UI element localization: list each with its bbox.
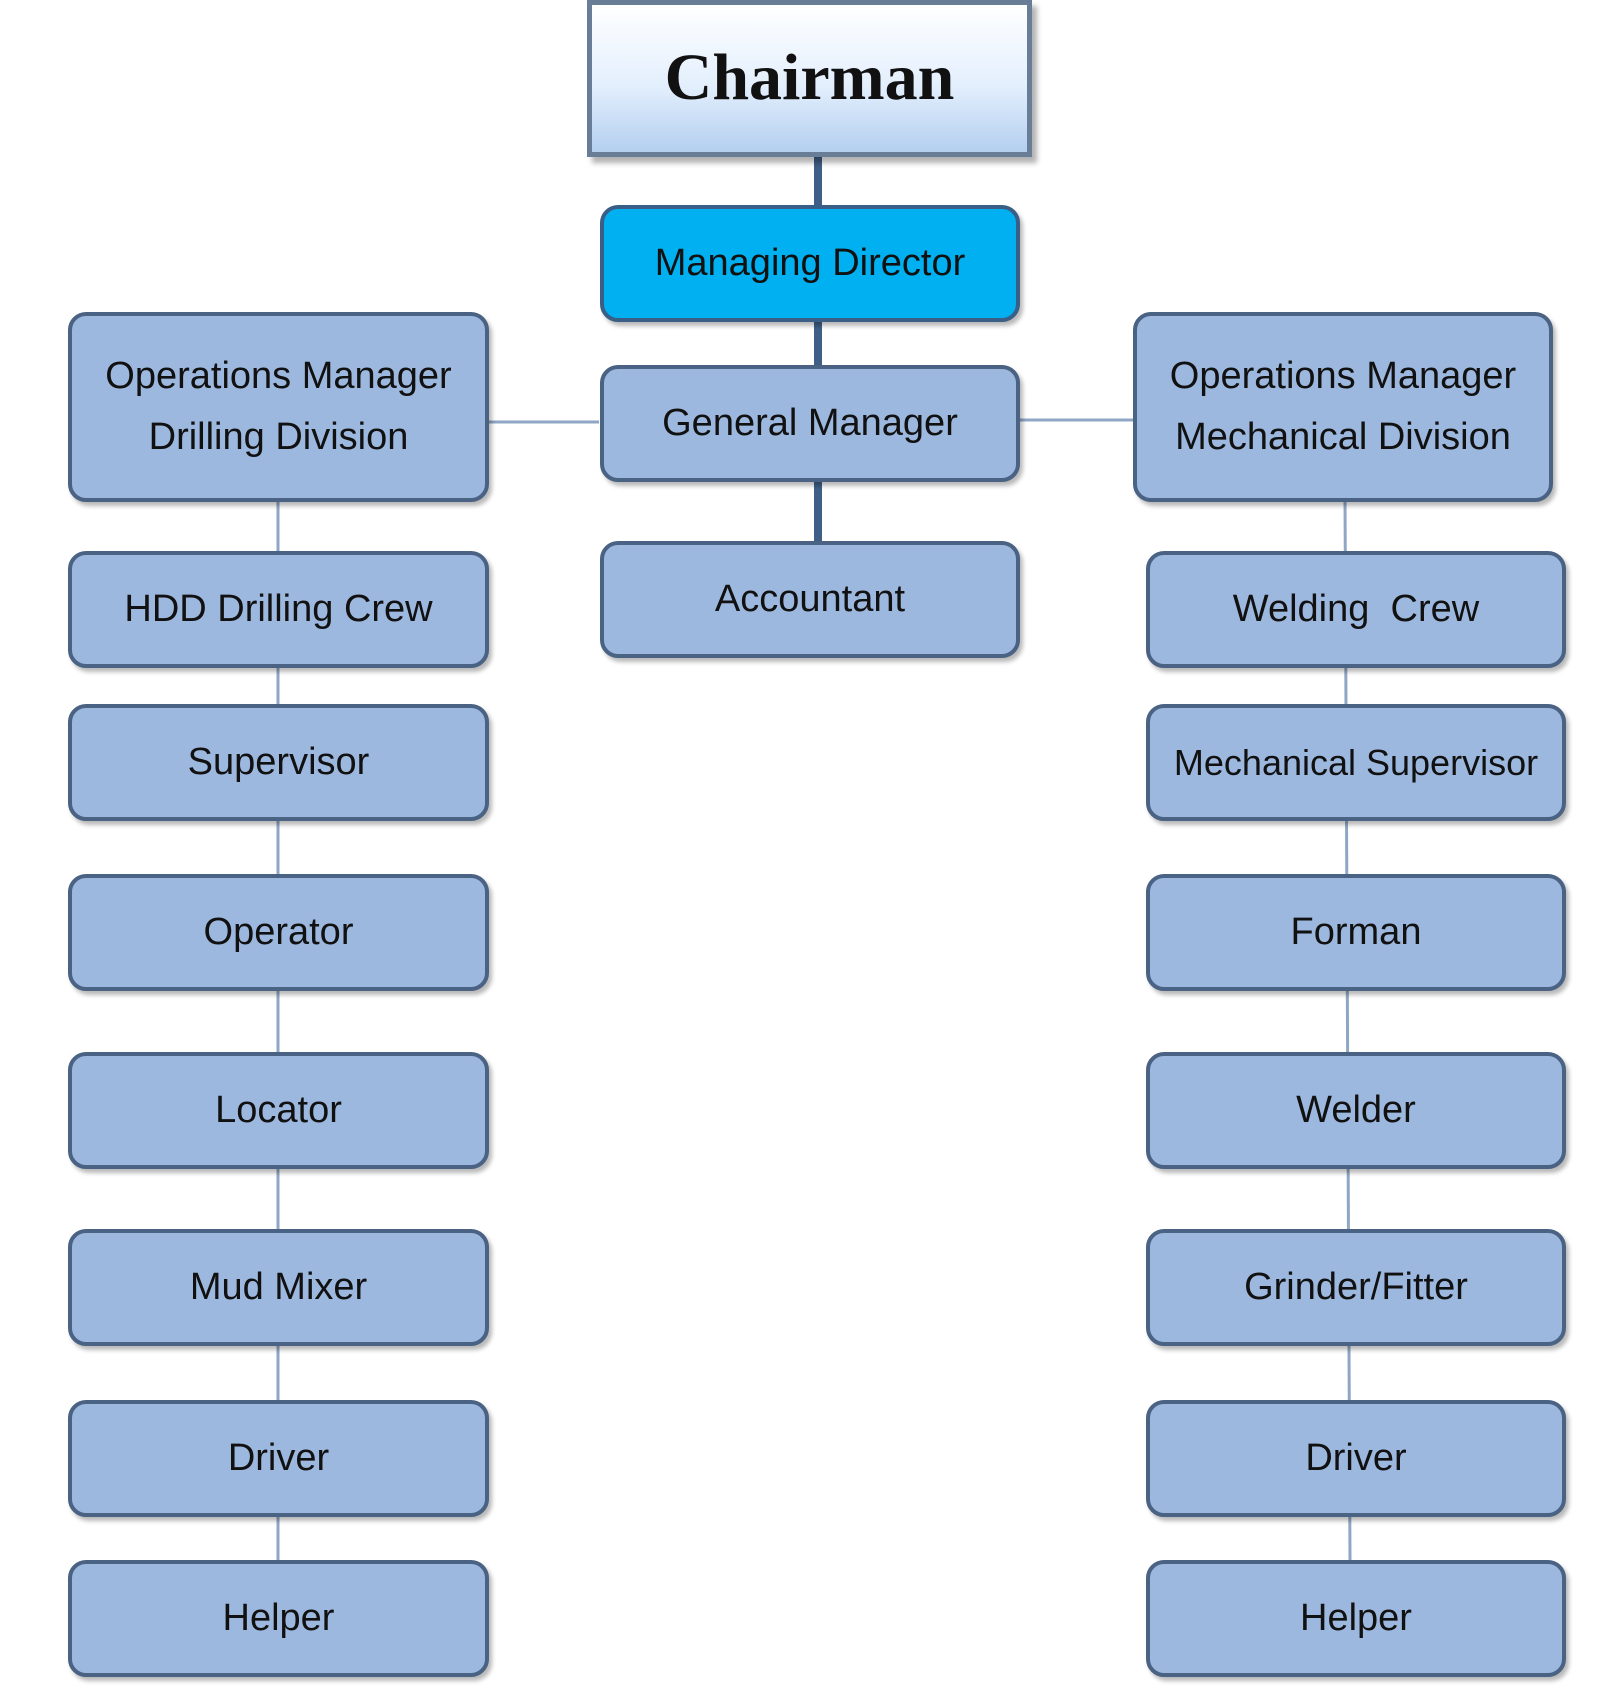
chairman-label: Chairman [664,41,955,115]
drilling-head-line1: Operations Manager [105,355,452,398]
drilling-role-box: Operator [68,874,489,991]
mechanical-role-box: Welder [1146,1052,1566,1169]
drilling-role-label: Helper [222,1597,335,1640]
mechanical-role-label: Welder [1296,1089,1416,1132]
drilling-role-box: Driver [68,1400,489,1517]
drilling-role-label: Supervisor [187,741,370,784]
accountant-box: Accountant [600,541,1020,658]
drilling-role-label: Driver [227,1437,330,1480]
mechanical-role-box: Welding Crew [1146,551,1566,668]
operations-manager-drilling-box: Operations Manager Drilling Division [68,312,489,502]
managing-director-label: Managing Director [654,242,966,285]
general-manager-label: General Manager [662,402,958,445]
mechanical-role-box: Helper [1146,1560,1566,1677]
managing-director-box: Managing Director [600,205,1020,322]
mechanical-role-box: Driver [1146,1400,1566,1517]
drilling-role-box: Locator [68,1052,489,1169]
drilling-role-box: Supervisor [68,704,489,821]
drilling-role-label: Mud Mixer [189,1266,368,1309]
mechanical-role-box: Mechanical Supervisor [1146,704,1566,821]
drilling-head-line2: Drilling Division [148,416,409,458]
mechanical-role-box: Forman [1146,874,1566,991]
mechanical-role-label: Mechanical Supervisor [1173,741,1539,783]
drilling-role-box: HDD Drilling Crew [68,551,489,668]
chairman-box: Chairman [587,0,1032,157]
mechanical-role-label: Driver [1305,1437,1407,1480]
operations-manager-mechanical-box: Operations Manager Mechanical Division [1133,312,1553,502]
drilling-role-label: Locator [215,1089,342,1132]
mechanical-role-label: Forman [1290,911,1422,954]
accountant-label: Accountant [714,578,906,621]
general-manager-box: General Manager [600,365,1020,482]
mechanical-role-label: Helper [1300,1597,1412,1640]
connector-mechanical-column [1343,497,1352,1561]
mechanical-role-box: Grinder/Fitter [1146,1229,1566,1346]
mechanical-role-label: Welding Crew [1232,588,1480,631]
mechanical-role-label: Grinder/Fitter [1244,1266,1468,1309]
drilling-role-label: HDD Drilling Crew [124,588,433,631]
mechanical-head-line2: Mechanical Division [1175,416,1511,458]
drilling-role-box: Helper [68,1560,489,1677]
drilling-role-label: Operator [203,911,354,954]
mechanical-head-line1: Operations Manager [1169,355,1517,398]
drilling-role-box: Mud Mixer [68,1229,489,1346]
